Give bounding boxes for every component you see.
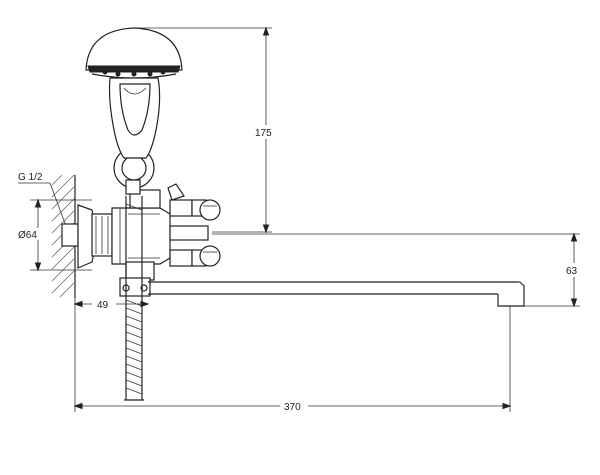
hand-shower	[85, 27, 183, 159]
offset-label: 49	[97, 300, 109, 311]
height-dimension: 175	[134, 26, 278, 234]
height-label: 175	[255, 128, 272, 139]
diameter-label: Ø64	[18, 230, 37, 241]
offset-dimension: 49	[73, 298, 150, 412]
wall-flange	[61, 204, 113, 269]
spout	[148, 281, 525, 307]
spout-height-label: 63	[566, 266, 578, 277]
spout-length-label: 370	[284, 402, 301, 413]
diameter-dimension: Ø64	[16, 198, 92, 272]
spout-length-dimension: 370	[73, 306, 512, 413]
spout-height-dimension: 63	[212, 232, 586, 308]
thread-label: G 1/2	[18, 172, 43, 183]
shower-hose	[124, 196, 144, 401]
valve-handles	[167, 183, 221, 267]
thread-callout: G 1/2	[18, 172, 67, 227]
mixer-body	[111, 189, 171, 297]
